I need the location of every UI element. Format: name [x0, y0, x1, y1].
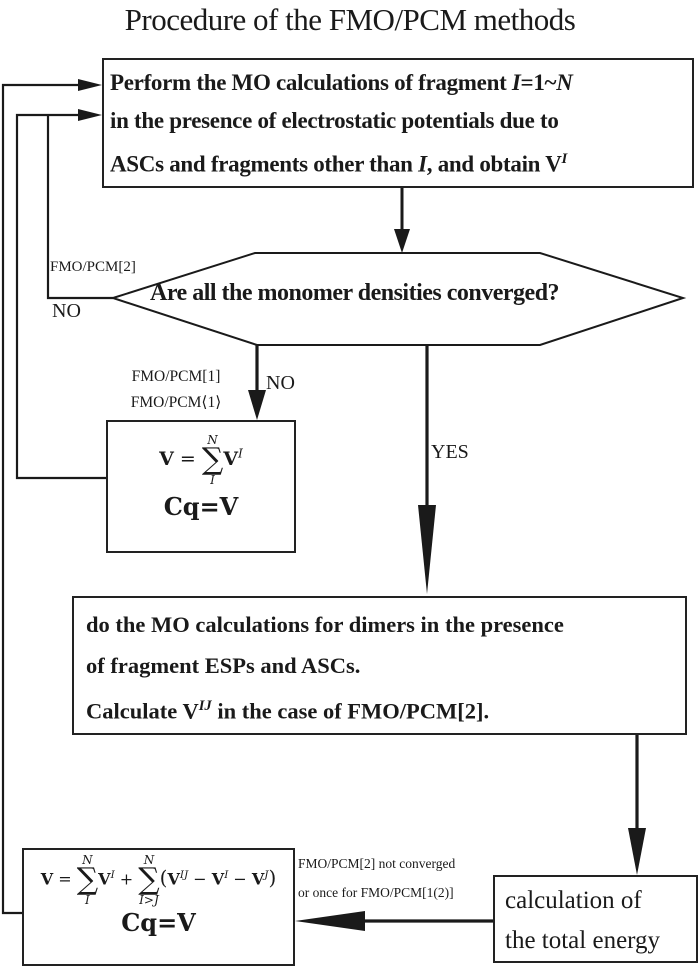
loop-line-final-to-main [1, 83, 80, 915]
arrowhead-main-outer [78, 79, 102, 91]
dimer-line-2: of fragment ESPs and ASCs. [86, 653, 361, 678]
arrowhead-yes [418, 505, 436, 594]
cq-equals-v-final: Cq=V [121, 908, 196, 937]
dimer-calculation-box: do the MO calculations for dimers in the… [72, 596, 687, 735]
loop-condition: FMO/PCM[2] not converged or once for FMO… [298, 856, 456, 900]
total-energy-box: calculation of the total energy [493, 875, 698, 963]
hex-left-branch-method: FMO/PCM[2] [50, 259, 136, 275]
dimer-line-3: Calculate VIJ in the case of FMO/PCM[2]. [86, 698, 490, 724]
main-box-line-1: Perform the MO calculations of fragment … [110, 70, 573, 95]
arrowhead-dimer-to-energy [628, 828, 646, 875]
fragment-mo-calculation-box: Perform the MO calculations of fragment … [102, 58, 694, 188]
arrowhead-energy-to-final [295, 911, 365, 931]
method-fmo-pcm-angle-1: FMO/PCM⟨1⟩ [130, 394, 222, 411]
down-no-label: NO [266, 372, 295, 394]
method-fmo-pcm-1: FMO/PCM[1] [131, 368, 221, 385]
sigma-symbol: ∑ [201, 442, 224, 477]
sigma-symbol: ∑ [138, 862, 160, 897]
decision-question: Are all the monomer densities converged? [150, 280, 560, 306]
down-branch-methods: FMO/PCM[1] FMO/PCM⟨1⟩ [106, 364, 246, 416]
yes-label: YES [431, 441, 469, 463]
arrowhead-main-to-decision [394, 229, 410, 253]
loop-line-hex-left [46, 115, 113, 300]
main-box-line-2: in the presence of electrostatic potenti… [110, 108, 559, 133]
cq-equals-v: Cq=V [163, 492, 239, 521]
arrowhead-main-inner [78, 109, 102, 121]
arrowhead-no [248, 390, 266, 420]
diagram-title: Procedure of the FMO/PCM methods [124, 2, 576, 37]
decision-hexagon [109, 252, 687, 346]
hex-left-no-label: NO [52, 300, 81, 322]
sigma-symbol: ∑ [76, 862, 99, 897]
loop-line-sum-to-main [15, 113, 106, 480]
dimer-line-1: do the MO calculations for dimers in the… [86, 612, 564, 637]
main-box-line-3: ASCs and fragments other than I, and obt… [110, 151, 568, 177]
